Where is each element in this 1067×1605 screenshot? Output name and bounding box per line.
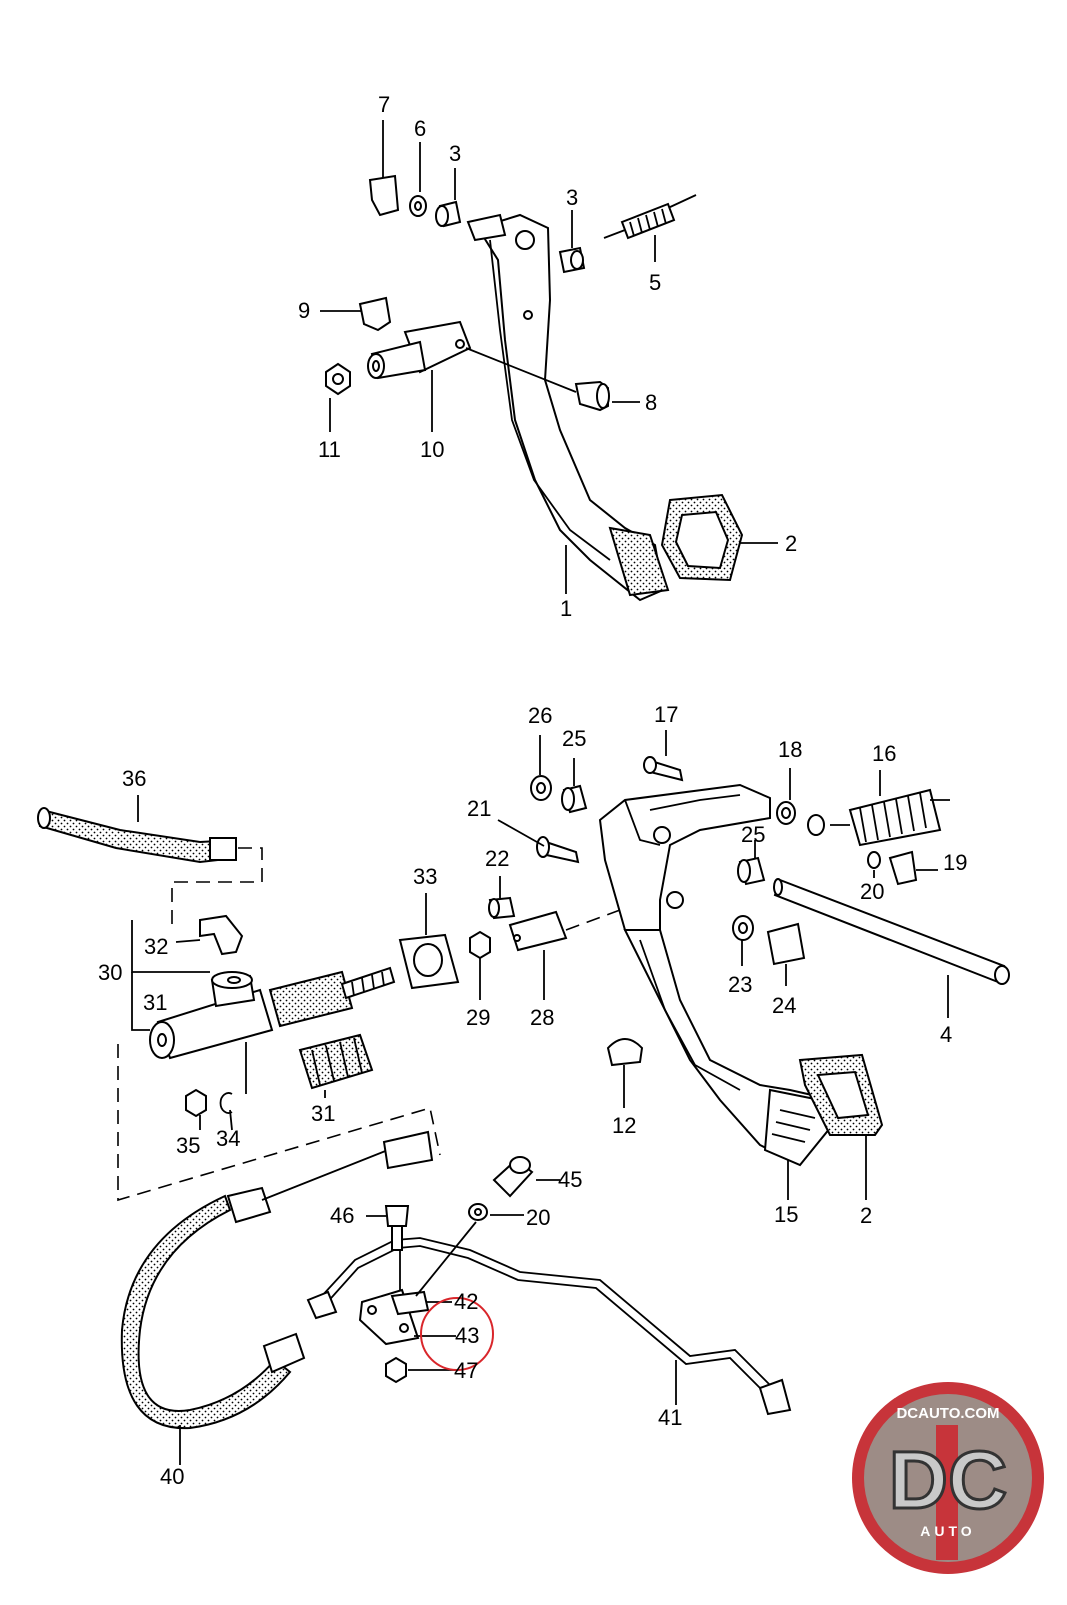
clevis-10 xyxy=(367,320,472,380)
callout-42: 42 xyxy=(454,1289,478,1314)
callout-36: 36 xyxy=(122,766,146,791)
callout-34: 34 xyxy=(216,1126,240,1151)
callout-9: 9 xyxy=(298,298,310,323)
callout-33: 33 xyxy=(413,864,437,889)
callout-2-lower: 2 xyxy=(860,1203,872,1228)
callout-3b: 3 xyxy=(566,185,578,210)
elbow-fitting-32 xyxy=(199,914,244,956)
callout-7: 7 xyxy=(378,92,390,117)
callout-17: 17 xyxy=(654,702,678,727)
callout-1: 1 xyxy=(560,596,572,621)
clip-19 xyxy=(888,850,918,886)
callout-23: 23 xyxy=(728,972,752,997)
bump-stop-12 xyxy=(606,1038,644,1067)
circlip-34 xyxy=(219,1092,233,1114)
callout-41: 41 xyxy=(658,1405,682,1430)
callout-40: 40 xyxy=(160,1464,184,1489)
callout-15: 15 xyxy=(774,1202,798,1227)
callout-3a: 3 xyxy=(449,141,461,166)
lower-pedal-assembly: 26 25 17 18 16 36 21 25 19 22 20 33 32 3… xyxy=(37,702,1010,1489)
callout-47: 47 xyxy=(454,1358,478,1383)
nut-35 xyxy=(185,1088,207,1118)
nut-29 xyxy=(469,930,491,960)
callout-43: 43 xyxy=(455,1323,479,1348)
logo-monogram: DC xyxy=(889,1435,1007,1526)
bolt-46 xyxy=(384,1205,410,1227)
callout-6: 6 xyxy=(414,116,426,141)
callout-45: 45 xyxy=(558,1167,582,1192)
clip-9 xyxy=(358,296,392,332)
block-28 xyxy=(508,910,568,952)
master-cylinder-30 xyxy=(149,966,396,1060)
callout-4: 4 xyxy=(940,1022,952,1047)
callout-19: 19 xyxy=(943,850,967,875)
callout-31a: 31 xyxy=(143,990,167,1015)
hydraulic-line-41 xyxy=(306,1237,792,1416)
pedal-shaft-4 xyxy=(773,878,1010,985)
callout-25a: 25 xyxy=(562,726,586,751)
callout-30: 30 xyxy=(98,960,122,985)
assist-spring-16 xyxy=(807,788,950,847)
clutch-hose-40 xyxy=(120,1130,434,1430)
callout-31b: 31 xyxy=(311,1101,335,1126)
callout-46: 46 xyxy=(330,1203,354,1228)
washer-20a xyxy=(867,851,881,869)
callout-10: 10 xyxy=(420,437,444,462)
callout-12: 12 xyxy=(612,1113,636,1138)
highlight-circle-43 xyxy=(420,1297,494,1371)
callout-5: 5 xyxy=(649,270,661,295)
callout-2-upper: 2 xyxy=(785,531,797,556)
clip-42 xyxy=(390,1290,430,1316)
callout-25b: 25 xyxy=(741,822,765,847)
return-spring-5 xyxy=(603,194,697,240)
callout-26: 26 xyxy=(528,703,552,728)
logo-url-text: DCAUTO.COM xyxy=(896,1405,999,1422)
callout-32: 32 xyxy=(144,934,168,959)
dcauto-logo: DCAUTO.COM DC AUTO xyxy=(852,1382,1044,1574)
pedal-pad-upper xyxy=(608,526,670,597)
callout-24: 24 xyxy=(772,993,796,1018)
callout-11: 11 xyxy=(318,437,341,462)
dashed-hose-link xyxy=(171,847,263,930)
upper-pedal-assembly: 7 6 3 3 5 9 8 11 10 2 1 xyxy=(298,92,797,621)
callout-16: 16 xyxy=(872,741,896,766)
callout-22: 22 xyxy=(485,846,509,871)
boot-31 xyxy=(298,1033,374,1090)
callout-18: 18 xyxy=(778,737,802,762)
clip-24 xyxy=(766,922,806,966)
callout-35: 35 xyxy=(176,1133,200,1158)
clip-7 xyxy=(368,174,400,217)
nut-47 xyxy=(385,1356,407,1384)
callout-20a: 20 xyxy=(860,879,884,904)
callout-20b: 20 xyxy=(526,1205,550,1230)
logo-subtext: AUTO xyxy=(920,1523,975,1539)
callout-29: 29 xyxy=(466,1005,490,1030)
callout-8: 8 xyxy=(645,390,657,415)
callout-28: 28 xyxy=(530,1005,554,1030)
callout-21: 21 xyxy=(467,796,491,821)
